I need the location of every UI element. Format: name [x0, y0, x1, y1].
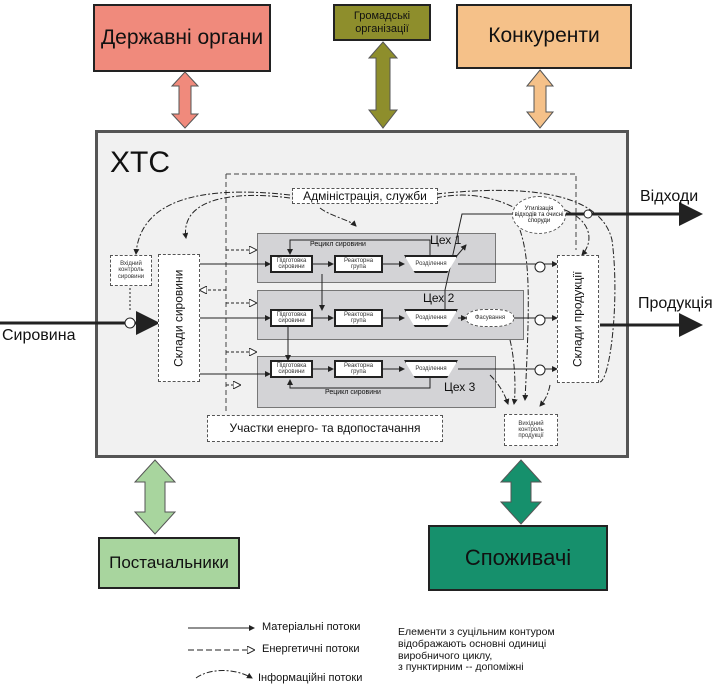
output-control-box: Вихідний контроль продукції: [504, 414, 558, 446]
product-storage-label: Склади продукції: [570, 271, 585, 367]
waste-label: Відходи: [640, 188, 699, 205]
product-storage-box: Склади продукції: [557, 255, 599, 383]
waste-treatment-label: Утилізація відходів та очисні споруди: [514, 205, 564, 225]
separation-unit-2-label: Розділення: [415, 314, 447, 321]
public-orgs-arrow: [367, 41, 399, 129]
prep-unit-1-label: Підготовка сировини: [276, 257, 307, 270]
raw-storage-label: Склади сировини: [171, 269, 186, 367]
consumers-label: Споживачі: [464, 545, 572, 571]
output-control-label: Вихідний контроль продукції: [518, 420, 544, 440]
legend-note-line: відображають основні одиниці: [398, 637, 547, 650]
input-control-box: Вхідний контроль сировини: [110, 255, 152, 286]
legend-note: Елементи з суцільним контуром відображаю…: [398, 626, 555, 674]
suppliers-box: Постачальники: [98, 537, 240, 589]
raw-material-label: Сировина: [2, 327, 76, 344]
gov-double-arrow: [170, 71, 200, 129]
reactor-unit-1-label: Реакторна група: [343, 257, 374, 270]
packing-unit: Фасування: [466, 309, 514, 327]
product-label: Продукція: [638, 295, 713, 312]
state-authorities-box: Державні органи: [93, 4, 271, 72]
administration-label: Адміністрація, служби: [303, 188, 427, 203]
shop-3-label: Цех 3: [444, 380, 476, 394]
prep-unit-3: Підготовка сировини: [270, 360, 313, 378]
prep-unit-2: Підготовка сировини: [270, 309, 313, 327]
public-organizations-box: Громадські організації: [333, 4, 431, 41]
legend-material-label: Матеріальні потоки: [262, 621, 361, 633]
legend-note-line: Елементи з суцільним контуром: [398, 626, 555, 638]
public-organizations-label: Громадські організації: [353, 9, 411, 35]
shop-1-label: Цех 1: [430, 233, 462, 247]
legend-energy-label: Енергетичні потоки: [262, 643, 360, 655]
waste-treatment-node: Утилізація відходів та очисні споруди: [512, 196, 566, 234]
shop-2-label: Цех 2: [423, 291, 455, 305]
recycle-1-label: Рецикл сировини: [310, 241, 366, 248]
reactor-unit-3-label: Реакторна група: [343, 362, 374, 375]
legend-info-line: [195, 670, 253, 679]
administration-box: Адміністрація, служби: [292, 188, 438, 204]
reactor-unit-3: Реакторна група: [334, 360, 383, 378]
suppliers-label: Постачальники: [109, 553, 229, 573]
separation-unit-1-label: Розділення: [415, 260, 447, 267]
competitors-label: Конкуренти: [488, 24, 600, 48]
prep-unit-2-label: Підготовка сировини: [276, 311, 307, 324]
competitors-box: Конкуренти: [456, 4, 632, 69]
raw-storage-box: Склади сировини: [158, 254, 200, 382]
legend-note-line: з пунктирним -- допоміжні: [398, 661, 524, 674]
energy-supply-box: Участки енерго- та вдопостачання: [207, 415, 443, 442]
reactor-unit-2: Реакторна група: [334, 309, 383, 327]
reactor-unit-2-label: Реакторна група: [343, 311, 374, 324]
state-authorities-label: Державні органи: [100, 25, 264, 49]
prep-unit-1: Підготовка сировини: [270, 255, 313, 273]
consumers-box: Споживачі: [428, 525, 608, 591]
input-control-label: Вхідний контроль сировини: [117, 261, 145, 280]
energy-supply-label: Участки енерго- та вдопостачання: [229, 421, 421, 436]
recycle-3-label: Рецикл сировини: [325, 389, 381, 396]
prep-unit-3-label: Підготовка сировини: [276, 362, 307, 375]
system-title: ХТС: [110, 146, 170, 179]
competitors-double-arrow: [525, 69, 555, 129]
consumers-double-arrow: [499, 459, 543, 525]
packing-unit-label: Фасування: [474, 314, 506, 321]
separation-unit-3-label: Розділення: [415, 365, 447, 372]
legend-note-line: виробничого циклу,: [398, 649, 493, 662]
suppliers-double-arrow: [133, 459, 177, 535]
legend-info-label: Інформаційні потоки: [258, 672, 363, 684]
reactor-unit-1: Реакторна група: [334, 255, 383, 273]
